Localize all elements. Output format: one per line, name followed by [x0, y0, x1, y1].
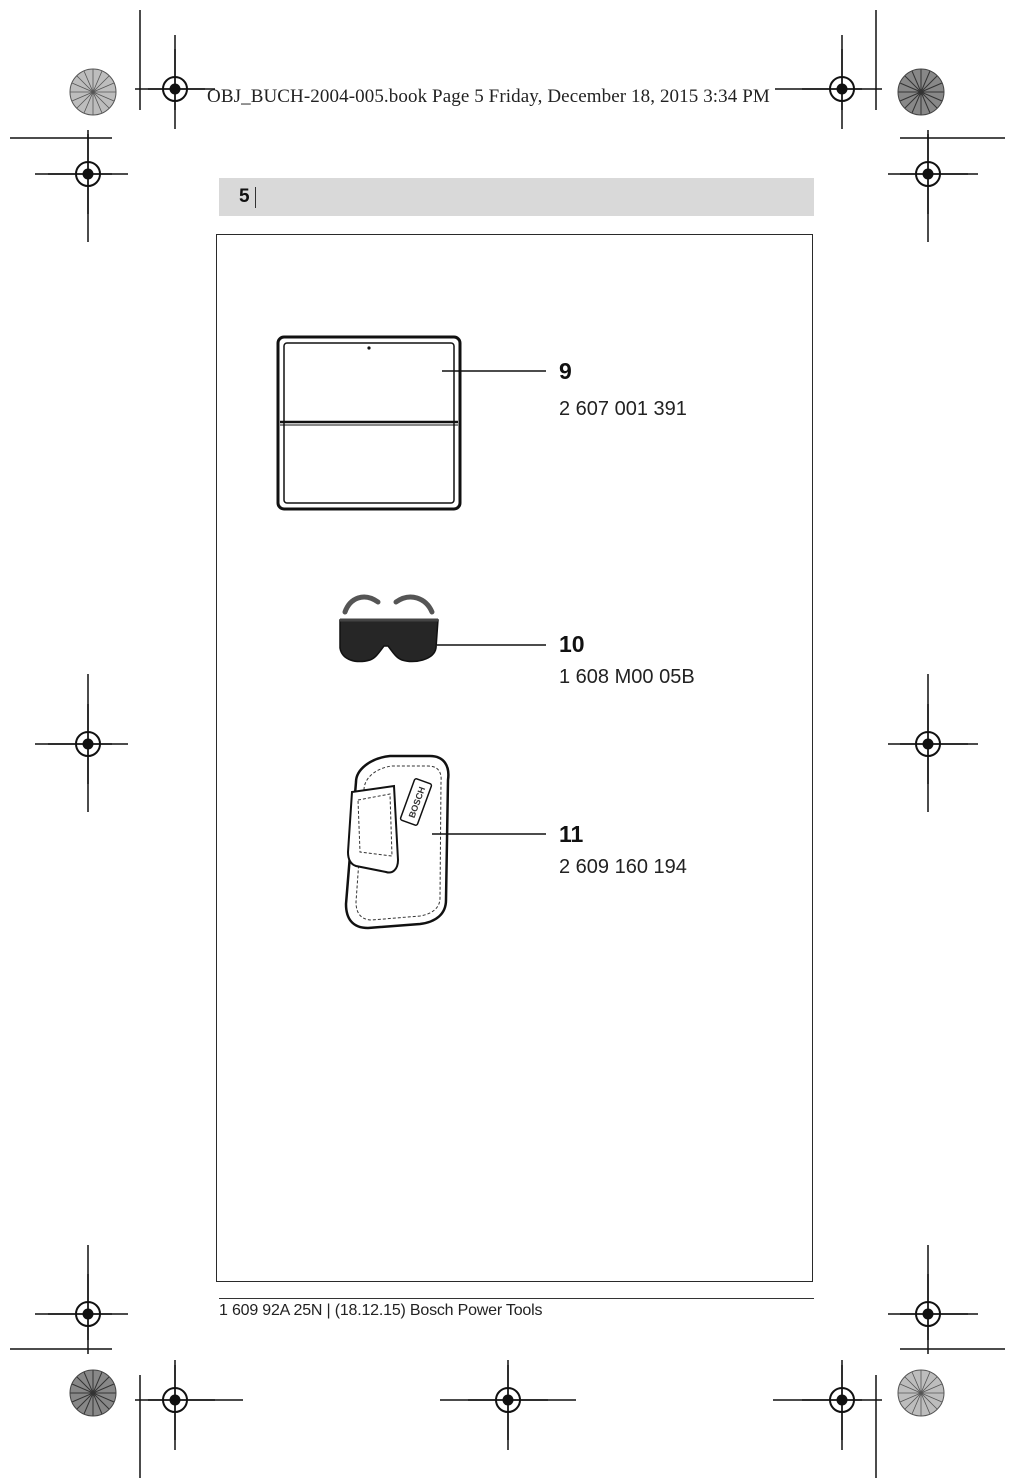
item-11-number: 11 [559, 821, 584, 847]
page-number-divider [255, 187, 256, 208]
footer-text: 1 609 92A 25N | (18.12.15) Bosch Power T… [219, 1302, 543, 1319]
accessories-frame [216, 234, 813, 1282]
page-header-band: 5 [219, 178, 814, 216]
item-10-part-code: 1 608 M00 05B [559, 666, 695, 688]
item-9-part-code: 2 607 001 391 [559, 398, 687, 420]
book-file-header: OBJ_BUCH-2004-005.book Page 5 Friday, De… [207, 86, 770, 107]
footer-rule [219, 1298, 814, 1299]
item-10-number: 10 [559, 631, 585, 657]
item-9-number: 9 [559, 358, 572, 384]
laser-glasses-icon [339, 594, 439, 663]
target-plate-icon [276, 335, 462, 511]
crop-lines [10, 10, 1005, 1478]
item-11-part-code: 2 609 160 194 [559, 856, 687, 878]
protective-pouch-icon: BOSCH [344, 754, 450, 930]
page-number: 5 [239, 186, 250, 207]
